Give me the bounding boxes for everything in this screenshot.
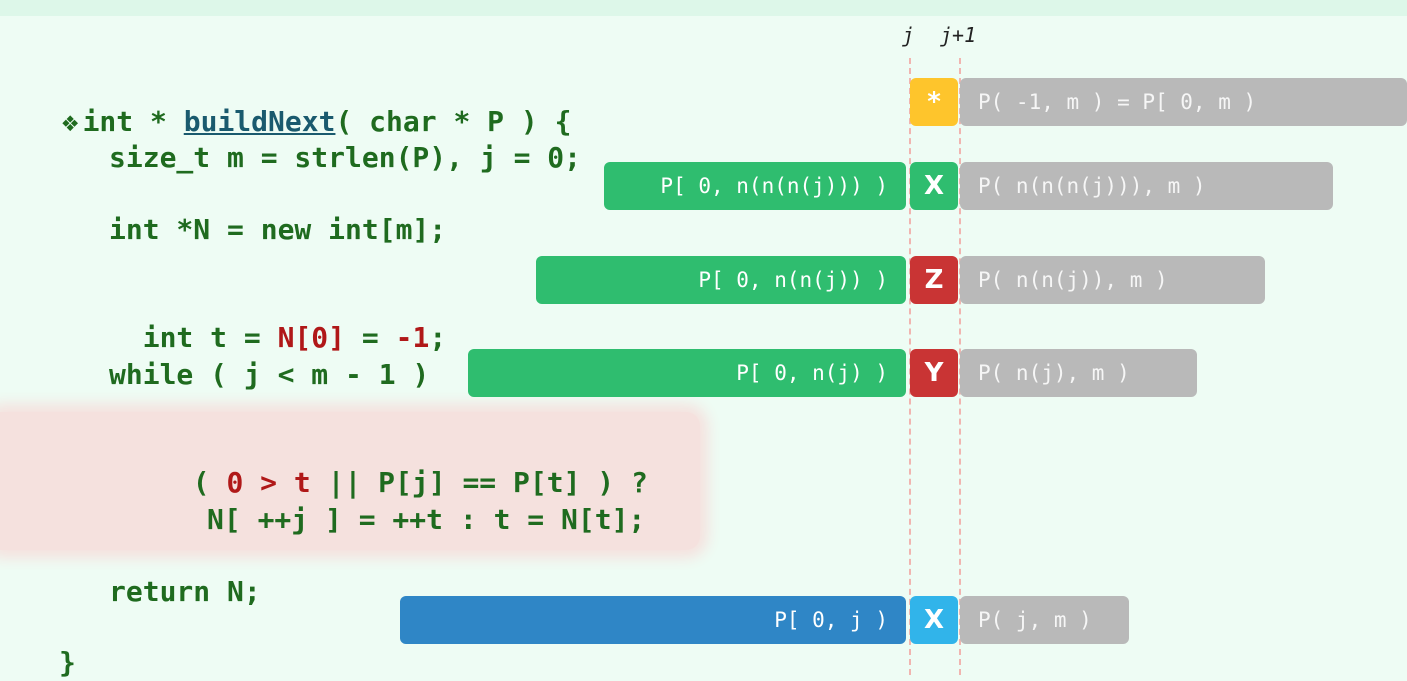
row-4-suffix: P( j, m ) — [960, 596, 1129, 644]
code-line-condition: ( 0 > t || P[j] == P[t] ) ? — [192, 466, 648, 499]
code-line-return: return N; — [109, 575, 261, 608]
code-line-signature: ❖int * buildNext( char * P ) { — [61, 105, 572, 138]
function-name: buildNext — [183, 105, 336, 138]
row-4-prefix: P[ 0, j ) — [400, 596, 906, 644]
bullet-icon: ❖ — [61, 105, 79, 138]
row-2-suffix: P( n(n(j)), m ) — [960, 256, 1265, 304]
code-line-decl-n: int *N = new int[m]; — [109, 213, 447, 246]
row-2-prefix: P[ 0, n(n(j)) ) — [536, 256, 906, 304]
row-1-cell: X — [910, 162, 958, 210]
loop-body-highlight — [0, 412, 700, 550]
label-j-plus-1: j+1 — [940, 23, 977, 47]
row-4-cell: X — [910, 596, 958, 644]
top-band — [0, 0, 1407, 16]
code-line-assign: N[ ++j ] = ++t : t = N[t]; — [207, 503, 646, 536]
code-line-while: while ( j < m - 1 ) — [109, 358, 430, 391]
code-line-decl-m: size_t m = strlen(P), j = 0; — [109, 141, 582, 174]
row-3-cell: Y — [910, 349, 958, 397]
label-j: j — [902, 23, 915, 47]
code-line-decl-t: int t = N[0] = -1; — [142, 321, 447, 354]
row-3-prefix: P[ 0, n(j) ) — [468, 349, 906, 397]
row-0-cell: * — [910, 78, 958, 126]
row-1-prefix: P[ 0, n(n(n(j))) ) — [604, 162, 906, 210]
code-line-close-brace: } — [59, 646, 76, 679]
row-0-suffix: P( -1, m ) = P[ 0, m ) — [960, 78, 1407, 126]
row-1-suffix: P( n(n(n(j))), m ) — [960, 162, 1333, 210]
row-2-cell: Z — [910, 256, 958, 304]
row-3-suffix: P( n(j), m ) — [960, 349, 1197, 397]
